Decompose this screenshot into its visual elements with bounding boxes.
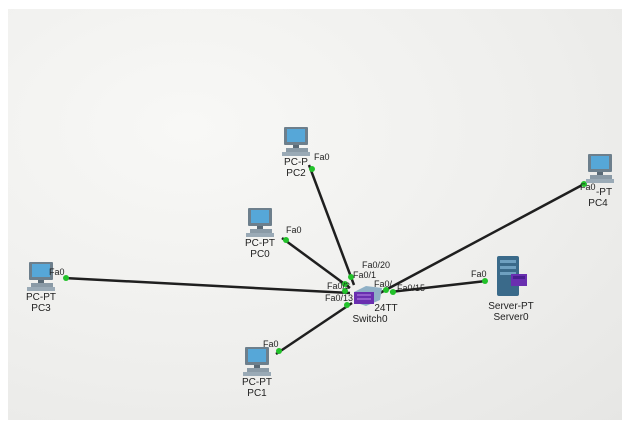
pc3-icon[interactable] [27,262,55,291]
photo-border-bottom [0,420,627,425]
link-light-pc3 [63,275,69,281]
pc3-name-label: PC3 [31,303,51,314]
pc4-icon[interactable] [586,154,614,183]
link-light-sw-pc1 [344,302,350,308]
port-label-switch-fa0-3: Fa0/3 [327,281,351,291]
link-light-pc4 [581,181,587,187]
pc0-type-label: PC-PT [245,238,275,249]
switch-icon[interactable] [354,286,382,306]
link-light-sw-pc4 [383,287,389,293]
photo-border-top [0,0,627,9]
pc2-name-label: PC2 [286,168,306,179]
link-switch-pc3[interactable] [63,276,351,295]
link-switch-server0[interactable] [389,279,487,294]
links [63,164,587,356]
pc0-name-label: PC0 [250,249,270,260]
port-label-pc4: Fa0 [580,182,596,192]
link-light-server0 [482,278,488,284]
link-switch-pc0[interactable] [281,236,351,290]
switch0-type-label: 24TT [374,303,398,314]
link-light-pc0 [283,237,289,243]
pc4-name-label: PC4 [588,198,608,209]
link-status-dots [63,166,587,354]
port-label-pc2: Fa0 [314,152,330,162]
link-light-sw-pc3 [342,288,348,294]
link-light-sw-pc2 [348,274,354,280]
port-label-server0: Fa0 [471,269,487,279]
link-switch-pc2[interactable] [307,164,356,286]
photo-border-right [622,0,627,425]
port-label-switch-fa0-20: Fa0/20 [362,260,391,270]
server-icon[interactable] [497,256,527,296]
link-light-sw-pc0 [342,281,348,287]
port-label-switch-fa0-1: Fa0/1 [353,270,377,280]
port-label-pc3: Fa0 [49,267,65,277]
pc2-type-label: PC-P [284,157,308,168]
pc0-icon[interactable] [246,208,274,237]
pc3-type-label: PC-PT [26,292,56,303]
port-label-switch-fa0-x: Fa0/ [374,279,393,289]
pc1-type-label: PC-PT [242,377,272,388]
link-light-sw-server [390,289,396,295]
pc1-name-label: PC1 [247,388,267,399]
link-switch-pc1[interactable] [275,301,353,356]
port-label-pc1: Fa0 [263,339,279,349]
link-light-pc2 [309,166,315,172]
pc4-type-label: -PT [595,187,613,198]
link-switch-pc4[interactable] [379,181,587,295]
port-label-pc0: Fa0 [286,225,302,235]
pc1-icon[interactable] [243,347,271,376]
switch0-name-label: Switch0 [352,314,388,325]
server0-type-label: Server-PT [488,301,534,312]
port-label-switch-fa0-13: Fa0/13 [325,293,354,303]
photo-border-left [0,0,8,425]
link-light-pc1 [276,348,282,354]
pc2-icon[interactable] [282,127,310,156]
server0-name-label: Server0 [493,312,529,323]
port-label-switch-fa0-15: Fa0/15 [397,283,426,293]
